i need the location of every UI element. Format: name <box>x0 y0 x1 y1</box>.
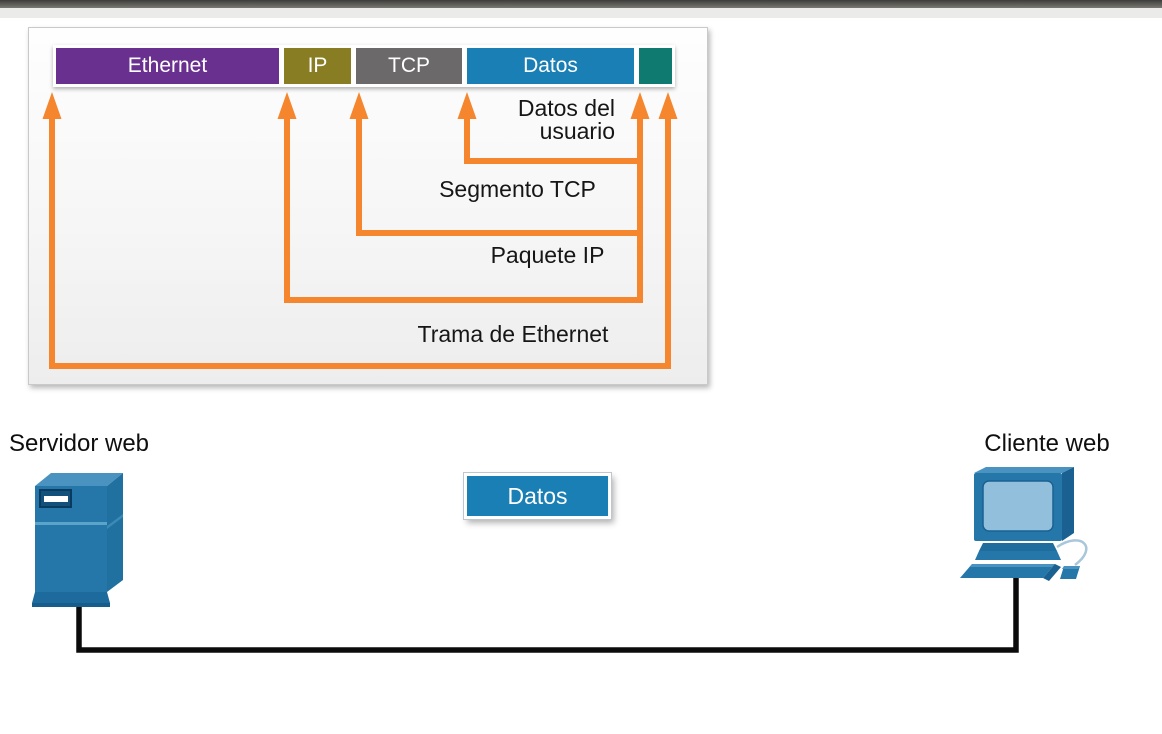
ip-packet-annotation: Paquete IP <box>490 242 605 268</box>
mouse-icon <box>1060 566 1080 579</box>
user-data-annotation: Datos del usuario <box>517 95 615 144</box>
protocol-bar: Ethernet IP TCP Datos <box>53 45 675 87</box>
data-box: Datos <box>464 473 611 519</box>
client-icon <box>960 467 1088 581</box>
mouse-cable <box>1056 539 1088 566</box>
window-top-strip-light <box>0 8 1162 18</box>
segment-tcp: TCP <box>356 48 462 84</box>
window-top-strip <box>0 0 1162 8</box>
network-cable <box>76 577 1019 653</box>
segment-datos: Datos <box>467 48 634 84</box>
segment-ip: IP <box>284 48 351 84</box>
segment-trailer <box>639 48 672 84</box>
server-icon <box>32 473 123 607</box>
segment-ethernet-label: Ethernet <box>127 54 208 77</box>
segment-ethernet: Ethernet <box>56 48 279 84</box>
segment-ip-label: IP <box>307 54 328 77</box>
segment-datos-label: Datos <box>523 54 578 77</box>
segment-tcp-label: TCP <box>388 54 430 77</box>
client-label: Cliente web <box>984 430 1110 457</box>
data-box-label: Datos <box>507 482 568 509</box>
server-label: Servidor web <box>8 430 150 457</box>
ethernet-frame-annotation: Trama de Ethernet <box>417 321 609 347</box>
tcp-segment-annotation: Segmento TCP <box>439 176 596 202</box>
